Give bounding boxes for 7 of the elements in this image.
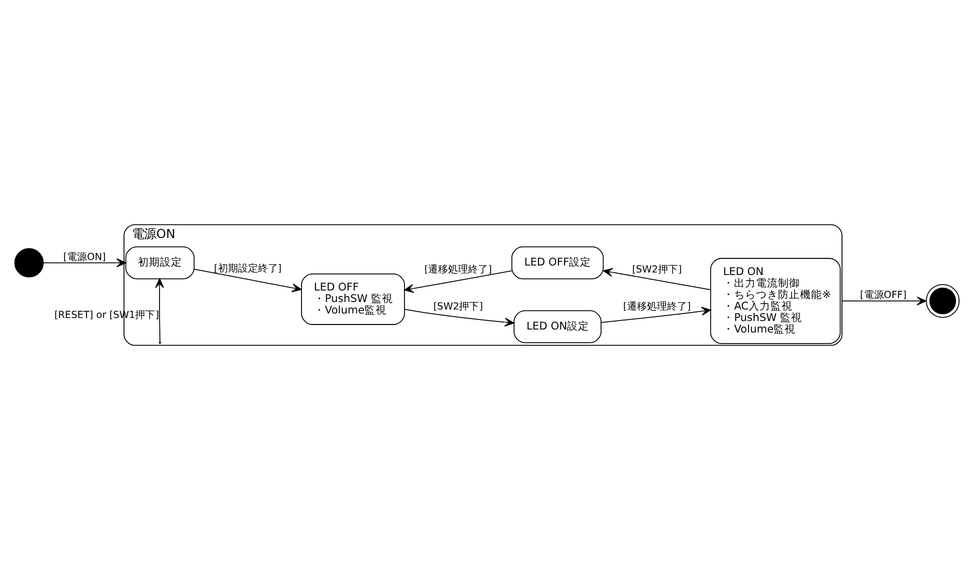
edge-label: [遷移処理終了] — [623, 302, 691, 313]
edge-label: [電源ON] — [63, 252, 106, 263]
edge-label: [初期設定終了] — [214, 264, 282, 275]
edge-label: [遷移処理終了] — [424, 264, 492, 276]
edge-label: [SW2押下] — [632, 264, 682, 276]
edge-label: [SW2押下] — [433, 302, 483, 313]
edge-label: [電源OFF] — [860, 290, 907, 302]
